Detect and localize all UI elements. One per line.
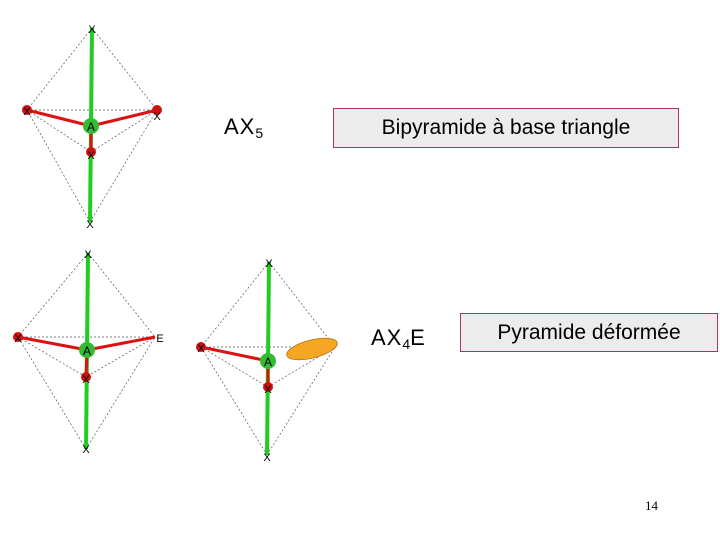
ax4e-distorted-pyramid: X X X X A (196, 258, 338, 464)
ax5-label-front: X (87, 150, 95, 162)
ref-x-atom-left (13, 332, 23, 342)
ref-equatorial-bond-right (86, 335, 156, 352)
ax4e-formula-main: AX (371, 325, 403, 350)
page-number: 14 (645, 498, 658, 513)
ref-x-atom-front (81, 372, 91, 382)
ref-label-center: A (83, 344, 91, 358)
ref-label-top: X (84, 249, 92, 261)
ax5-equatorial-bond-left (26, 108, 92, 128)
ax4e-formula-tail: E (410, 325, 426, 350)
ax5-formula-sub: 5 (255, 125, 264, 141)
ref-axial-bond-top (85, 252, 90, 351)
ax4e-x-atom-left (196, 342, 206, 352)
ax4e-label-front: X (264, 384, 272, 396)
ax4e-axial-bond-top (266, 261, 271, 362)
ax5-formula-main: AX (224, 114, 256, 139)
ax4e-label-bottom: X (263, 452, 271, 464)
ref-label-left: X (14, 333, 22, 345)
ax4e-formula: AX4E (371, 325, 426, 352)
ax5-central-atom (83, 118, 99, 134)
ax4e-lone-pair (286, 337, 338, 361)
ax5-label-top: X (88, 24, 96, 36)
ref-label-front: X (82, 374, 90, 386)
ax5-formula: AX5 (224, 114, 263, 141)
ax4e-x-atom-front (263, 382, 273, 392)
ax5-dashed-edges (26, 27, 158, 223)
ax4e-central-atom (260, 353, 276, 369)
ref-equatorial-bond-left (17, 335, 88, 352)
ax4e-geometry-name: Pyramide déformée (497, 320, 681, 344)
ax5-label-center: A (87, 120, 95, 134)
ax5-trigonal-bipyramid: X X X X X A (22, 24, 162, 231)
ax5-reference-bipyramid: X X E X X A (13, 249, 164, 456)
ax4e-formula-sub: 4 (402, 336, 411, 352)
ax5-label-right: X (153, 111, 161, 123)
ax4e-label-left: X (197, 343, 205, 355)
ax4e-geometry-name-box: Pyramide déformée (460, 313, 718, 352)
ax5-x-atom-front (86, 147, 96, 157)
ax4e-equatorial-bond-left (200, 345, 269, 363)
ax5-geometry-name: Bipyramide à base triangle (381, 116, 631, 139)
ref-label-bottom: X (82, 444, 90, 456)
ax5-x-atom-left (22, 105, 32, 115)
ref-central-atom (79, 342, 95, 358)
ref-label-e: E (156, 333, 163, 345)
ax5-label-bottom: X (86, 219, 94, 231)
ax4e-label-top: X (265, 258, 273, 270)
ax5-equatorial-bond-right (90, 108, 158, 128)
ax5-label-left: X (23, 106, 31, 118)
ax5-axial-bond-top (89, 27, 94, 127)
ax5-x-atom-right (152, 105, 162, 115)
ax4e-label-center: A (264, 355, 272, 369)
ax5-geometry-name-box: Bipyramide à base triangle (333, 108, 679, 148)
